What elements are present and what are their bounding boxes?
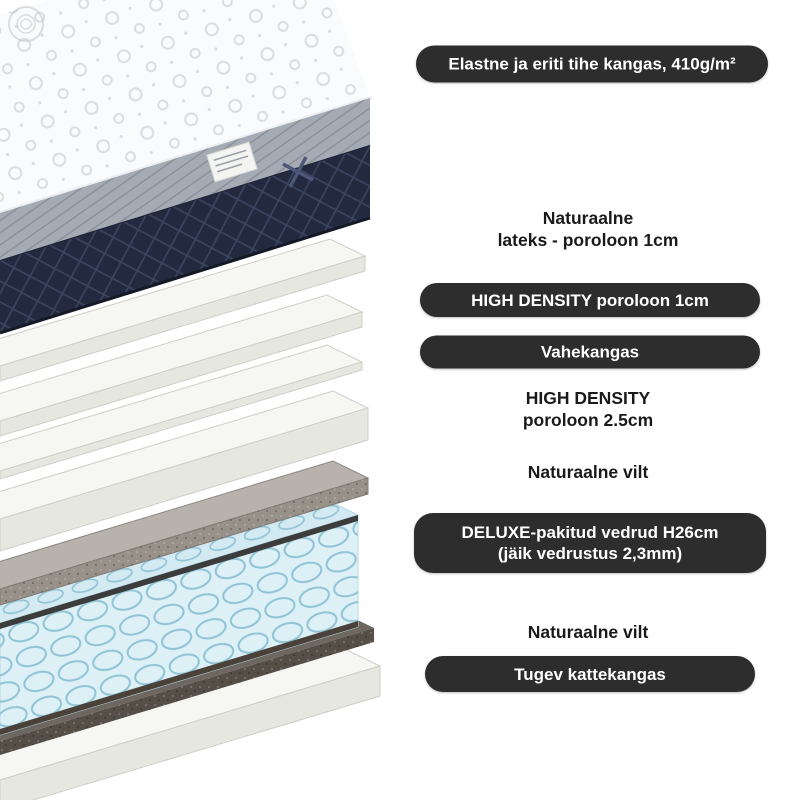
layer-hd-foam-1cm <box>0 294 364 437</box>
callout-line: Naturaalne <box>542 208 634 228</box>
layer-latex-foam <box>0 238 367 382</box>
mattress-label-tag <box>206 141 258 183</box>
callout-line: Naturaalne vilt <box>527 462 649 482</box>
callout-hd-foam-1cm-badge: HIGH DENSITY poroloon 1cm <box>420 283 760 317</box>
callout-spacer-fabric-badge: Vahekangas <box>420 335 760 369</box>
callout-felt-lower-label: Naturaalne vilt <box>528 621 649 643</box>
callout-line: Elastne ja eriti tihe kangas, 410g/m² <box>448 54 736 74</box>
callout-line: HIGH DENSITY <box>525 388 651 408</box>
callout-line: poroloon 2.5cm <box>522 410 654 430</box>
callout-line: DELUXE-pakitud vedrud H26cm <box>461 523 719 542</box>
layer-spacer-fabric <box>0 344 364 480</box>
callout-line: Tugev kattekangas <box>514 664 666 684</box>
callout-line: HIGH DENSITY poroloon 1cm <box>471 290 709 310</box>
mattress-gray-band <box>0 98 370 261</box>
callout-latex-label: Naturaalne lateks - poroloon 1cm <box>498 207 679 251</box>
callout-line: Naturaalne vilt <box>527 622 649 642</box>
layer-felt-upper <box>0 460 370 606</box>
stitch-x-icon <box>282 156 314 188</box>
callout-line: (jäik vedrustus 2,3mm) <box>497 544 683 563</box>
brand-stamp-icon <box>8 6 44 42</box>
callout-felt-upper-label: Naturaalne vilt <box>528 461 649 483</box>
mattress-top-block <box>0 0 372 335</box>
callout-springs-badge: DELUXE-pakitud vedrud H26cm (jäik vedrus… <box>414 513 766 573</box>
mattress-navy-band <box>0 146 370 333</box>
callout-line: lateks - poroloon 1cm <box>497 230 679 250</box>
mattress-illustration <box>0 0 382 800</box>
layer-pocket-springs <box>0 497 360 736</box>
callout-cover-fabric-badge: Tugev kattekangas <box>425 656 755 692</box>
layer-hd-foam-25 <box>0 390 370 552</box>
callout-top-fabric-badge: Elastne ja eriti tihe kangas, 410g/m² <box>416 45 768 83</box>
callout-line: Vahekangas <box>540 342 640 362</box>
callout-hd-foam-25-label: HIGH DENSITY poroloon 2.5cm <box>523 387 653 431</box>
